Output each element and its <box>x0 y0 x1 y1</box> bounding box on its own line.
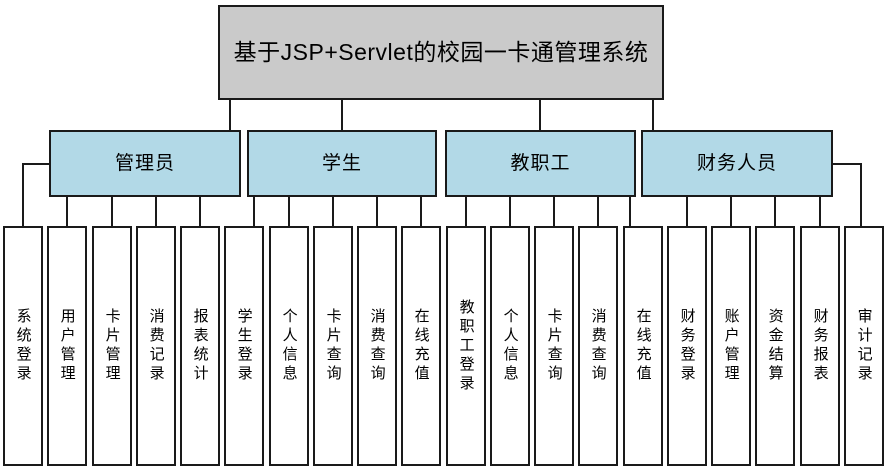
leaf-node: 账户管理 <box>711 226 751 466</box>
branch-node-label: 学生 <box>321 152 362 174</box>
leaf-node-label: 卡片查询 <box>324 308 342 384</box>
leaf-node-label: 报表统计 <box>191 308 209 384</box>
leaf-node-label: 资金结算 <box>766 308 784 384</box>
leaf-node: 资金结算 <box>755 226 795 466</box>
leaf-node-label: 财务报表 <box>811 308 829 384</box>
leaf-node: 消费记录 <box>136 226 176 466</box>
branch-node-label: 教职工 <box>510 152 571 174</box>
leaf-node: 财务报表 <box>800 226 840 466</box>
leaf-node-label: 审计记录 <box>855 308 873 384</box>
leaf-node: 卡片查询 <box>534 226 574 466</box>
root-node-label: 基于JSP+Servlet的校园一卡通管理系统 <box>233 39 649 66</box>
leaf-node: 个人信息 <box>490 226 530 466</box>
leaf-node-label: 学生登录 <box>235 308 253 384</box>
branch-node-admin: 管理员 <box>49 130 241 197</box>
leaf-node: 系统登录 <box>3 226 43 466</box>
branch-node-staff: 教职工 <box>445 130 636 197</box>
leaf-node-label: 在线充值 <box>412 308 430 384</box>
leaf-node-label: 个人信息 <box>280 308 298 384</box>
leaf-node-label: 账户管理 <box>722 308 740 384</box>
leaf-node: 个人信息 <box>269 226 309 466</box>
leaf-node: 在线充值 <box>401 226 441 466</box>
leaf-node-label: 在线充值 <box>634 308 652 384</box>
branch-node-student: 学生 <box>247 130 437 197</box>
leaf-node-label: 消费查询 <box>589 308 607 384</box>
leaf-node-label: 消费查询 <box>368 308 386 384</box>
leaf-node: 在线充值 <box>623 226 663 466</box>
leaf-node-label: 财务登录 <box>678 308 696 384</box>
leaf-node-label: 用户管理 <box>58 308 76 384</box>
leaf-node: 卡片查询 <box>313 226 353 466</box>
leaf-node-label: 卡片管理 <box>103 308 121 384</box>
branch-node-finance: 财务人员 <box>641 130 833 197</box>
leaf-node: 卡片管理 <box>92 226 132 466</box>
leaf-node: 教职工登录 <box>446 226 486 466</box>
branch-node-label: 管理员 <box>114 152 175 174</box>
leaf-node: 消费查询 <box>357 226 397 466</box>
leaf-node-label: 消费记录 <box>147 308 165 384</box>
root-node: 基于JSP+Servlet的校园一卡通管理系统 <box>218 5 664 100</box>
leaf-node-label: 个人信息 <box>501 308 519 384</box>
leaf-node: 报表统计 <box>180 226 220 466</box>
branch-node-label: 财务人员 <box>696 152 777 174</box>
leaf-node: 用户管理 <box>47 226 87 466</box>
leaf-node-label: 教职工登录 <box>457 298 475 394</box>
leaf-node: 学生登录 <box>224 226 264 466</box>
leaf-node-label: 卡片查询 <box>545 308 563 384</box>
leaf-node: 消费查询 <box>578 226 618 466</box>
leaf-node-label: 系统登录 <box>14 308 32 384</box>
leaf-node: 财务登录 <box>667 226 707 466</box>
leaf-node: 审计记录 <box>844 226 884 466</box>
